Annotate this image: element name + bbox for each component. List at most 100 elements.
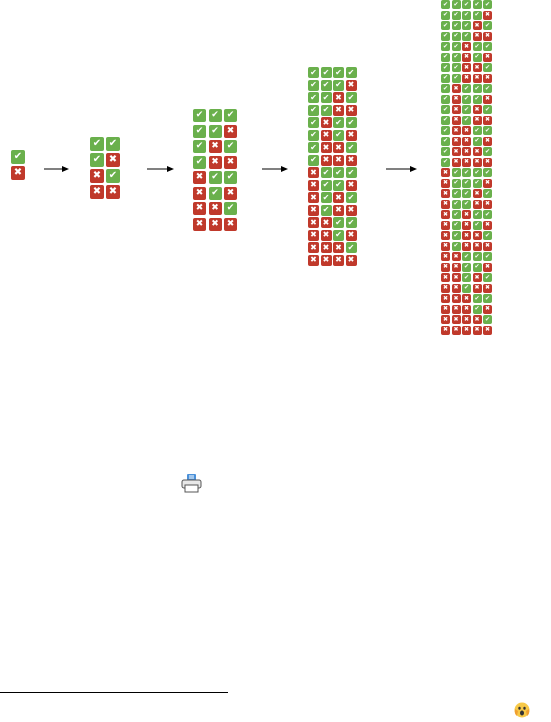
fail-cross-icon: ✖ [472,63,482,72]
printer-icon[interactable] [181,474,202,493]
fail-cross-icon: ✖ [224,186,237,200]
pass-check-icon: ✔ [483,315,492,324]
fail-cross-icon: ✖ [320,217,332,228]
pass-check-icon: ✔ [193,109,206,122]
fail-cross-icon: ✖ [333,154,344,166]
fail-cross-icon: ✖ [333,242,344,253]
pass-check-icon: ✔ [451,220,461,230]
pass-check-icon: ✔ [90,153,104,167]
fail-cross-icon: ✖ [451,283,461,293]
fail-cross-icon: ✖ [11,166,25,180]
pass-check-icon: ✔ [320,79,332,91]
fail-cross-icon: ✖ [441,325,450,335]
pass-check-icon: ✔ [462,0,471,9]
pass-check-icon: ✔ [208,109,222,122]
pass-check-icon: ✔ [308,129,319,141]
fail-cross-icon: ✖ [441,178,450,188]
fail-cross-icon: ✖ [224,217,237,231]
pass-check-icon: ✔ [462,262,471,272]
fail-cross-icon: ✖ [483,73,492,83]
pass-check-icon: ✔ [441,94,450,104]
fail-cross-icon: ✖ [451,126,461,135]
pass-check-icon: ✔ [483,147,492,156]
fail-cross-icon: ✖ [472,273,482,282]
fail-cross-icon: ✖ [483,283,492,293]
fail-cross-icon: ✖ [308,192,319,203]
pass-check-icon: ✔ [462,31,471,41]
pass-check-icon: ✔ [451,42,461,51]
fail-cross-icon: ✖ [320,117,332,128]
pass-check-icon: ✔ [451,178,461,188]
pass-check-icon: ✔ [451,210,461,219]
pass-check-icon: ✔ [472,84,482,93]
pass-check-icon: ✔ [333,217,344,228]
fail-cross-icon: ✖ [462,231,471,240]
fail-cross-icon: ✖ [441,315,450,324]
pass-check-icon: ✔ [451,73,461,83]
fail-cross-icon: ✖ [451,325,461,335]
fail-cross-icon: ✖ [90,185,104,199]
fail-cross-icon: ✖ [308,229,319,241]
fail-cross-icon: ✖ [451,115,461,125]
arrow-shaft [147,168,168,170]
pass-check-icon: ✔ [451,0,461,9]
fail-cross-icon: ✖ [224,124,237,138]
fail-cross-icon: ✖ [483,52,492,62]
pass-check-icon: ✔ [472,220,482,230]
fail-cross-icon: ✖ [462,42,471,51]
pass-check-icon: ✔ [462,273,471,282]
pass-check-icon: ✔ [451,189,461,198]
pass-check-icon: ✔ [333,167,344,178]
fail-cross-icon: ✖ [462,52,471,62]
pass-check-icon: ✔ [462,105,471,114]
pass-check-icon: ✔ [333,179,344,191]
pass-check-icon: ✔ [483,63,492,72]
pass-check-icon: ✔ [224,202,237,215]
pass-check-icon: ✔ [441,0,450,9]
pass-check-icon: ✔ [462,94,471,104]
pass-check-icon: ✔ [483,189,492,198]
arrow-shaft [44,168,63,170]
arrow-2 [147,165,174,173]
fail-cross-icon: ✖ [193,202,206,215]
arrow-head [410,166,417,172]
fail-cross-icon: ✖ [462,220,471,230]
arrow-4 [386,165,417,173]
fail-cross-icon: ✖ [472,31,482,41]
fail-cross-icon: ✖ [451,262,461,272]
pass-check-icon: ✔ [441,21,450,30]
fail-cross-icon: ✖ [345,129,357,141]
fail-cross-icon: ✖ [483,136,492,146]
combination-grid-4: ✔✔✔✔✔✔✔✖✔✔✖✔✔✔✖✖✔✖✔✔✔✖✔✖✔✖✖✔✔✖✖✖✖✔✔✔✖✔✔✖… [308,67,357,266]
fail-cross-icon: ✖ [345,154,357,166]
pass-check-icon: ✔ [483,273,492,282]
shocked-face-icon [514,702,530,718]
pass-check-icon: ✔ [193,124,206,138]
fail-cross-icon: ✖ [462,315,471,324]
pass-check-icon: ✔ [345,217,357,228]
fail-cross-icon: ✖ [483,178,492,188]
pass-check-icon: ✔ [483,126,492,135]
fail-cross-icon: ✖ [333,92,344,103]
pass-check-icon: ✔ [345,92,357,103]
pass-check-icon: ✔ [483,294,492,303]
footnote-rule [0,692,228,693]
fail-cross-icon: ✖ [208,202,222,215]
pass-check-icon: ✔ [462,252,471,261]
fail-cross-icon: ✖ [308,217,319,228]
combination-grid-5: ✔✔✔✔✔✔✔✔✔✖✔✔✔✖✔✔✔✔✖✖✔✔✖✔✔✔✔✖✔✖✔✔✖✖✔✔✔✖✖✖… [441,0,492,335]
pass-check-icon: ✔ [224,140,237,153]
fail-cross-icon: ✖ [451,94,461,104]
pass-check-icon: ✔ [462,115,471,125]
fail-cross-icon: ✖ [483,10,492,20]
pass-check-icon: ✔ [472,136,482,146]
pass-check-icon: ✔ [441,105,450,114]
pass-check-icon: ✔ [441,73,450,83]
fail-cross-icon: ✖ [441,262,450,272]
combination-grid-3: ✔✔✔✔✔✖✔✖✔✔✖✖✖✔✔✖✔✖✖✖✔✖✖✖ [193,109,237,231]
pass-check-icon: ✔ [320,104,332,116]
pass-check-icon: ✔ [441,42,450,51]
pass-check-icon: ✔ [308,104,319,116]
fail-cross-icon: ✖ [483,31,492,41]
